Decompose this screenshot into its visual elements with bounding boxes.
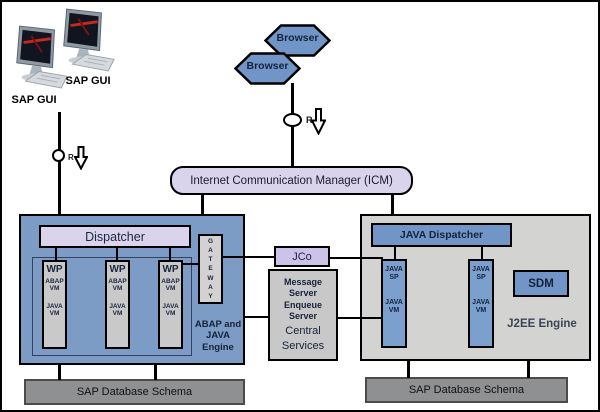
sap-gui-label: SAP GUI	[11, 94, 57, 106]
icm-to-abap-line	[201, 193, 204, 215]
abap-to-database-line	[154, 364, 157, 380]
request-arrow-icon	[74, 146, 88, 170]
j2ee-engine-label: J2EE Engine	[507, 318, 577, 330]
java-vm-label: JAVA VM	[109, 302, 126, 318]
java-vm-label: JAVA VM	[46, 302, 63, 318]
jco-to-j2ee-line	[329, 257, 383, 259]
request-arrow-icon	[311, 108, 326, 135]
central-services-to-j2ee-line	[336, 317, 383, 319]
sap-gui-computer-icon	[57, 5, 115, 75]
dispatcher-to-wp-line	[169, 248, 171, 262]
icm-label: Internet Communication Manager (ICM)	[190, 174, 393, 187]
java-vm-label: JAVA VM	[162, 302, 179, 318]
abap-java-engine-panel: Dispatcher WP ABAP VM JAVA VM WP ABAP VM…	[19, 214, 245, 365]
abap-to-central-services-line	[243, 316, 270, 318]
j2ee-engine-panel: JAVA Dispatcher JAVA SP JAVA VM JAVA SP …	[360, 214, 591, 361]
j2ee-to-database-line	[407, 359, 410, 378]
work-process-box: WP ABAP VM JAVA VM	[42, 260, 67, 349]
java-dispatcher-label: JAVA Dispatcher	[399, 229, 484, 241]
java-sp-label: JAVA SP	[385, 266, 403, 282]
dispatcher-to-wp-line	[55, 248, 57, 262]
request-label: R	[306, 115, 313, 125]
java-vm-label: JAVA VM	[472, 298, 490, 315]
javadispatcher-to-sp-line	[394, 247, 396, 261]
abap-to-database-line	[58, 364, 61, 380]
gateway-box: G A T E W A Y	[198, 234, 223, 304]
browser-hexagon: Browser	[264, 24, 331, 57]
browser-label: Browser	[246, 60, 289, 72]
sap-database-schema-box: SAP Database Schema	[365, 377, 568, 403]
dispatcher-box: Dispatcher	[39, 225, 191, 248]
gateway-to-jco-line	[223, 256, 275, 258]
wp-label: WP	[162, 264, 179, 275]
dispatcher-label: Dispatcher	[85, 229, 145, 244]
jco-label: JCo	[292, 250, 312, 263]
sap-database-schema-box: SAP Database Schema	[24, 379, 245, 405]
sap-gui-label: SAP GUI	[65, 75, 111, 87]
sap-gui-computer-icon	[10, 22, 68, 92]
browser-hexagon: Browser	[234, 52, 301, 85]
wp-to-gateway-line	[182, 263, 200, 265]
abap-vm-label: ABAP VM	[161, 278, 180, 293]
icm-to-j2ee-line	[391, 193, 394, 215]
java-sp-label: JAVA SP	[472, 266, 490, 282]
sapgui-to-engine-line	[58, 112, 61, 214]
sdm-box: SDM	[513, 270, 569, 297]
javadispatcher-to-sp-line	[481, 247, 483, 261]
database-label: SAP Database Schema	[76, 386, 193, 398]
sdm-label: SDM	[528, 277, 554, 290]
jco-box: JCo	[274, 246, 330, 267]
database-label: SAP Database Schema	[408, 384, 525, 396]
browser-label: Browser	[276, 32, 319, 44]
work-process-box: WP ABAP VM JAVA VM	[158, 260, 183, 349]
icm-box: Internet Communication Manager (ICM)	[170, 166, 413, 195]
dispatcher-to-wp-line	[116, 248, 118, 262]
protocol-circle-icon	[283, 113, 302, 127]
request-label: R	[68, 153, 74, 162]
abap-vm-label: ABAP VM	[45, 278, 64, 293]
java-dispatcher-box: JAVA Dispatcher	[371, 223, 512, 247]
work-process-box: WP ABAP VM JAVA VM	[105, 260, 130, 349]
wp-label: WP	[46, 264, 63, 275]
work-process-group-frame	[32, 257, 192, 356]
java-server-process-box: JAVA SP JAVA VM	[381, 259, 407, 348]
wp-label: WP	[109, 264, 126, 275]
gateway-label: G A T E W A Y	[207, 238, 214, 300]
abap-vm-label: ABAP VM	[108, 278, 127, 293]
abap-engine-label: ABAP and JAVA Engine	[194, 319, 242, 353]
j2ee-to-database-line	[527, 359, 530, 378]
java-vm-label: JAVA VM	[385, 298, 403, 315]
message-enqueue-server-label: Message Server Enqueue Server	[283, 277, 323, 321]
protocol-circle-icon	[52, 149, 65, 162]
java-server-process-box: JAVA SP JAVA VM	[468, 259, 494, 348]
central-services-box: Message Server Enqueue Server Central Se…	[268, 269, 338, 361]
central-services-label: Central Services	[281, 325, 325, 352]
